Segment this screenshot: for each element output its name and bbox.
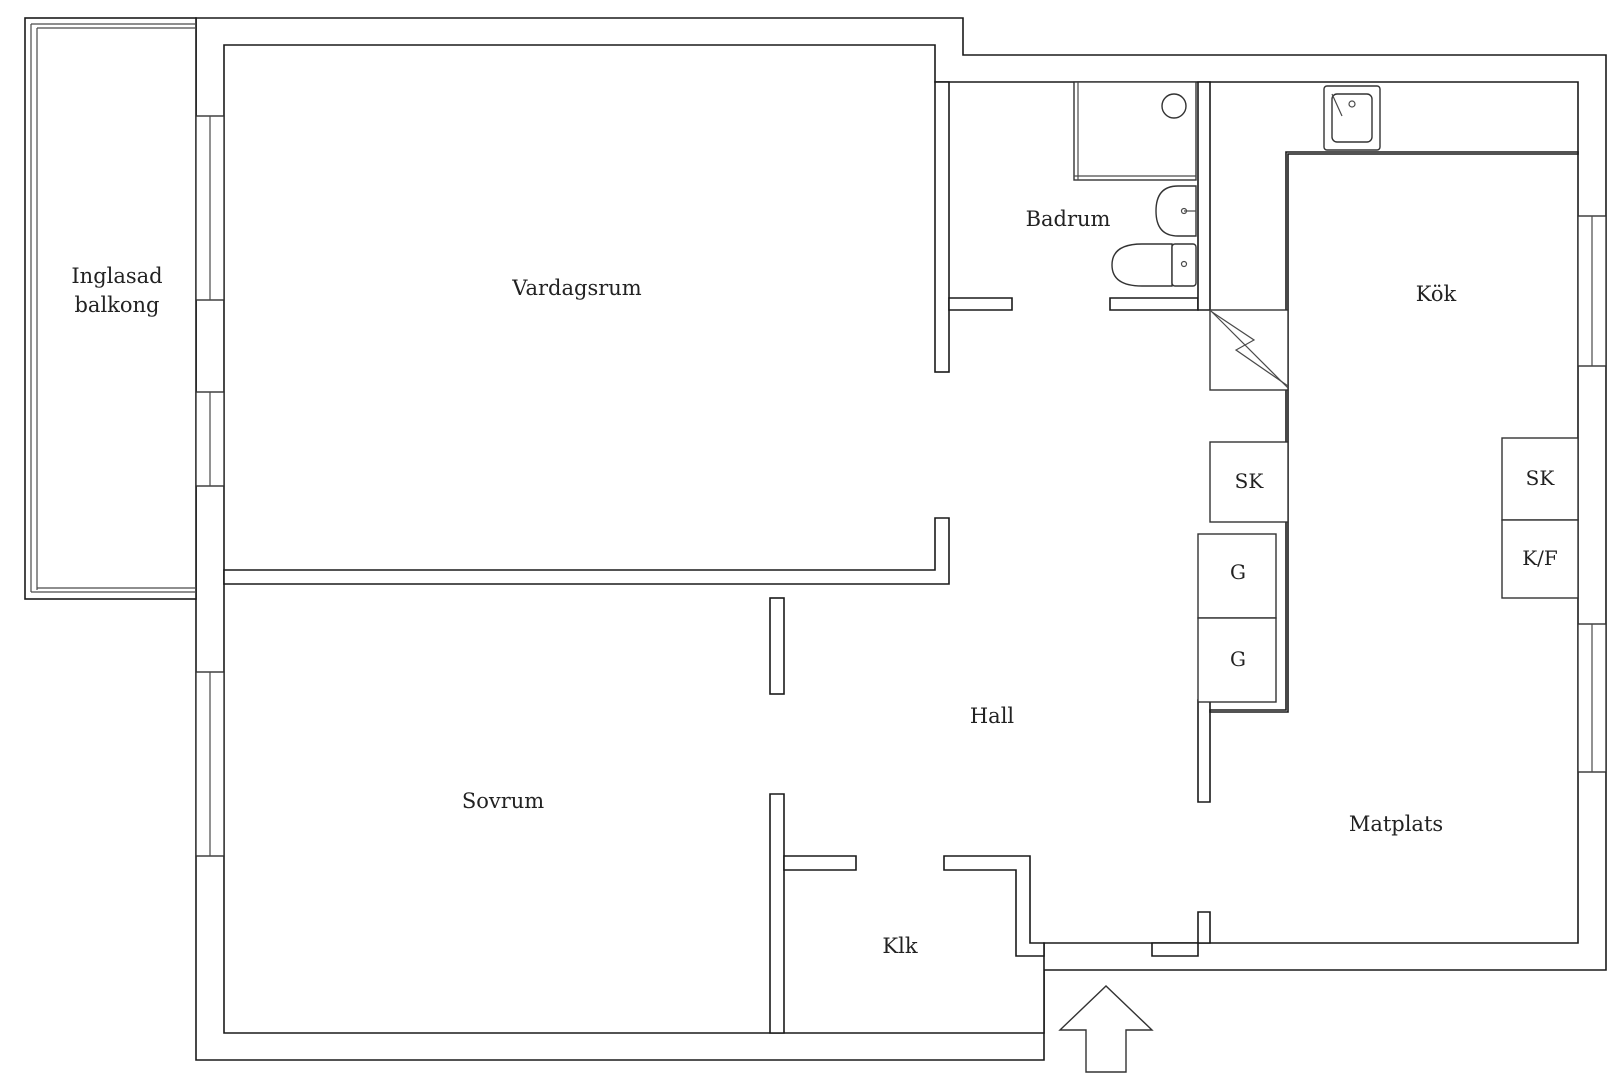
entrance-arrow-icon bbox=[1058, 985, 1154, 1073]
interior-walls bbox=[223, 81, 1579, 1034]
cabinet-hall bbox=[1209, 441, 1289, 523]
room-label-hall: Hall bbox=[970, 704, 1015, 728]
room-label-bathroom: Badrum bbox=[1026, 207, 1111, 231]
wardrobe-2 bbox=[1197, 617, 1277, 703]
label-wardrobe-1: G bbox=[1230, 560, 1246, 584]
sink-icon bbox=[1155, 185, 1197, 237]
room-label-dining: Matplats bbox=[1349, 812, 1443, 836]
fridge-freezer bbox=[1501, 519, 1579, 599]
windows-left bbox=[195, 115, 225, 857]
windows-right bbox=[1577, 215, 1607, 773]
room-label-living: Vardagsrum bbox=[511, 276, 642, 300]
kitchen-sink-icon bbox=[1323, 85, 1381, 151]
room-label-bedroom: Sovrum bbox=[462, 789, 544, 813]
label-cabinet-hall: SK bbox=[1235, 469, 1265, 493]
toilet-icon bbox=[1111, 243, 1197, 287]
inner-wall bbox=[223, 44, 1579, 1034]
room-label-kitchen: Kök bbox=[1416, 282, 1457, 306]
storage-units bbox=[1197, 437, 1579, 703]
room-label-closet: Klk bbox=[882, 934, 917, 958]
glazed-balcony bbox=[24, 17, 197, 600]
outer-walls bbox=[195, 17, 1607, 1061]
bathroom-fixtures bbox=[1073, 81, 1197, 287]
cabinet-kitchen bbox=[1501, 437, 1579, 521]
balcony-outline bbox=[24, 17, 197, 600]
room-label-balcony-2: balkong bbox=[74, 293, 159, 317]
label-wardrobe-2: G bbox=[1230, 647, 1246, 671]
label-cabinet-kitchen: SK bbox=[1526, 466, 1556, 490]
electrical-panel-icon bbox=[1209, 309, 1289, 391]
room-label-balcony-1: Inglasad bbox=[71, 264, 162, 288]
label-fridge-freezer: K/F bbox=[1522, 546, 1558, 570]
